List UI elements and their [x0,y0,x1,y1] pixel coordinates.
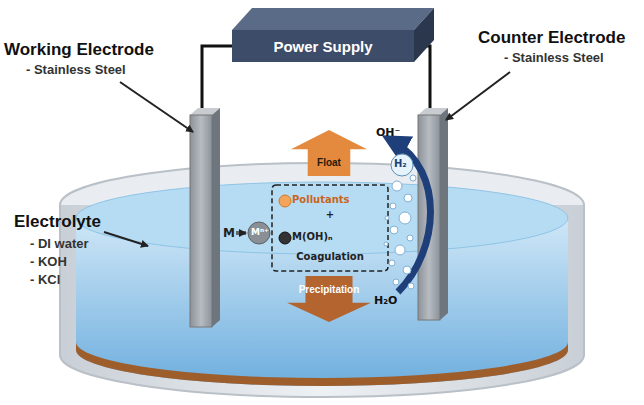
arrow-shape [287,276,371,322]
ion-symbol: M [223,226,235,240]
ion-symbol: OH⁻ [376,126,400,139]
gas-symbol: H₂ [394,158,407,169]
material-note: - KCl [30,272,60,287]
node-text: Float [317,157,341,168]
power-supply-box: Power Supply [232,30,414,62]
material-note: - DI water [30,236,89,251]
node-text: + [326,209,334,220]
coagulation-region: Pollutants + M(OH)ₙCoagulation [272,185,388,271]
material-note: - Stainless Steel [26,62,126,77]
part-label: Working Electrode [4,40,154,60]
node-text: Power Supply [273,38,372,55]
material-note: - KOH [30,254,67,269]
part-label: Counter Electrode [478,28,625,48]
ion-symbol: Mⁿ⁺ [251,227,269,237]
material-note: - Stainless Steel [504,50,604,65]
precipitation-arrow: Precipitation [287,276,371,322]
node-text: Coagulation [296,251,364,262]
part-label: Electrolyte [14,212,101,232]
float-arrow: Float [291,130,367,176]
molecule-symbol: H₂O [374,294,397,307]
arrow-shape [291,130,367,176]
node-text: M(OH)ₙ [292,231,333,242]
node-text: Precipitation [299,284,360,295]
node-text: Pollutants [292,194,350,205]
